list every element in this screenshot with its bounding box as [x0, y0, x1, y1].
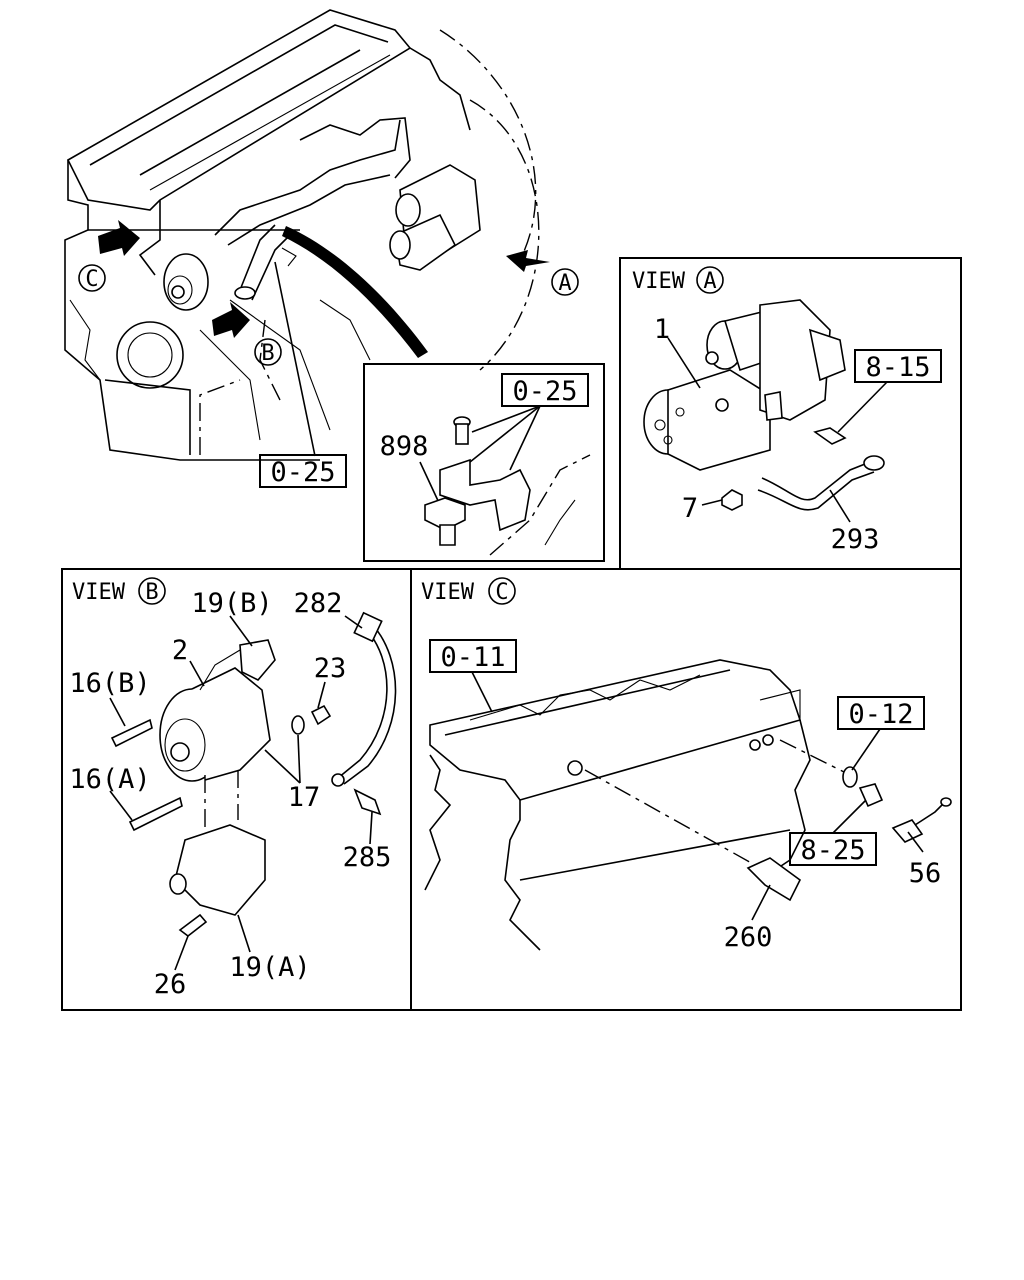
view-c-part-260: 260	[724, 922, 773, 953]
view-c-ref-bottom: 8-25	[800, 835, 865, 866]
view-b-part-23: 23	[314, 653, 347, 684]
svg-text:C: C	[85, 267, 98, 292]
part-898-label: 898	[380, 431, 429, 462]
view-c-title: VIEW	[421, 580, 475, 605]
view-b-letter: B	[145, 580, 158, 605]
view-a-part-1: 1	[654, 314, 670, 345]
view-b-part-16b: 16(B)	[69, 668, 150, 699]
view-a-part-7: 7	[682, 493, 698, 524]
view-b-part-26: 26	[154, 969, 187, 1000]
view-a-letter: A	[703, 269, 716, 294]
view-c-letter: C	[495, 580, 508, 605]
svg-text:A: A	[558, 271, 571, 296]
view-c-ref-right: 0-12	[848, 699, 913, 730]
view-c-ref-top: 0-11	[440, 642, 505, 673]
main-reference-box: 0-25	[259, 454, 347, 488]
detail-inset: 0-25 898	[363, 363, 605, 562]
callout-C-main: C	[78, 264, 106, 292]
view-b-part-285: 285	[343, 842, 392, 873]
callout-B-main: B	[254, 338, 282, 366]
view-b-part-19b: 19(B)	[191, 588, 272, 619]
view-b-panel: VIEW B 2 19(B) 282	[61, 568, 412, 1011]
view-a-panel: VIEW A 8-15 1 7 293	[619, 257, 962, 570]
view-b-part-17: 17	[288, 782, 321, 813]
view-b-part-2: 2	[172, 635, 188, 666]
view-b-title: VIEW	[72, 580, 126, 605]
view-c-panel: VIEW C 0-11 0-12 8-25	[410, 568, 962, 1011]
view-c-part-56: 56	[909, 858, 942, 889]
view-a-part-293: 293	[831, 524, 880, 555]
detail-ref-label: 0-25	[512, 376, 577, 407]
svg-text:0-25: 0-25	[270, 457, 335, 488]
view-a-ref: 8-15	[865, 352, 930, 383]
callout-A-main: A	[551, 268, 579, 296]
view-b-part-282: 282	[294, 588, 343, 619]
view-b-part-16a: 16(A)	[69, 764, 150, 795]
svg-text:B: B	[261, 341, 274, 366]
view-b-part-19a: 19(A)	[229, 952, 310, 983]
view-a-title: VIEW	[632, 269, 686, 294]
engine-overview	[64, 9, 550, 461]
